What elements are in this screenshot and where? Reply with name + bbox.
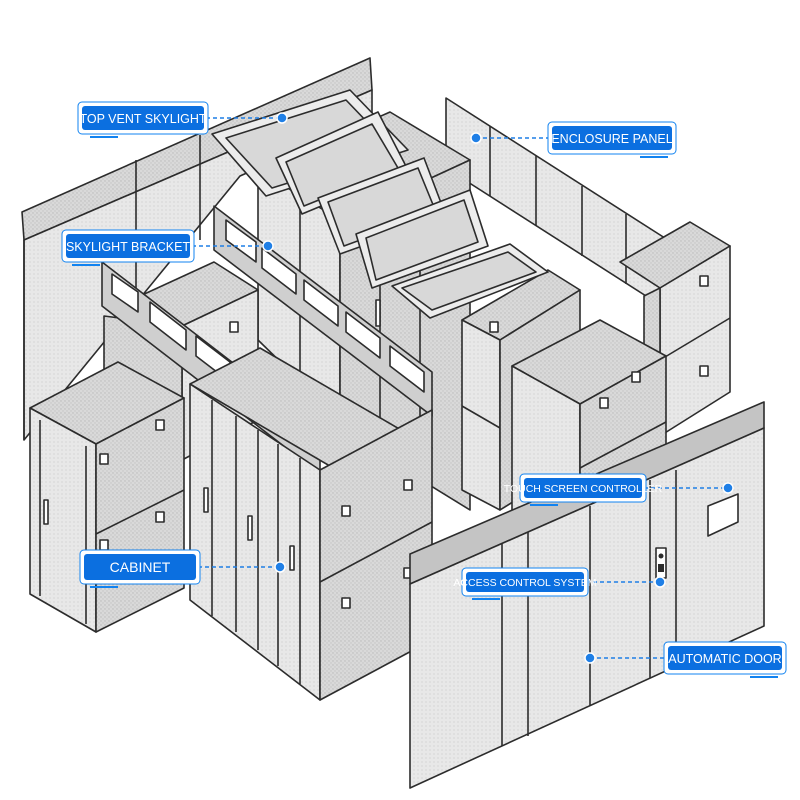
left-front-cabinet: [29, 361, 185, 633]
target-cabinet: [274, 561, 286, 573]
target-automatic-door: [584, 652, 596, 664]
label-touch-screen-controller-text: TOUCH SCREEN CONTROLLER: [504, 483, 663, 495]
enclosure-panel: [445, 97, 669, 311]
label-access-control-system-text: ACCESS CONTROL SYSTEM: [453, 577, 596, 589]
label-top-vent-skylight: TOP VENT SKYLIGHT: [77, 101, 209, 138]
label-automatic-door: AUTOMATIC DOOR: [663, 641, 787, 678]
skylight-bracket-right: [213, 205, 433, 417]
label-skylight-bracket: SKYLIGHT BRACKET: [61, 229, 195, 266]
label-enclosure-panel: ENCLOSURE PANEL: [547, 121, 677, 158]
label-touch-screen-controller: TOUCH SCREEN CONTROLLER: [504, 473, 663, 506]
label-top-vent-skylight-text: TOP VENT SKYLIGHT: [79, 112, 206, 126]
label-access-control-system: ACCESS CONTROL SYSTEM: [453, 567, 597, 600]
label-cabinet-text: CABINET: [110, 559, 171, 575]
target-access-control-system: [654, 576, 666, 588]
target-top-vent-skylight: [276, 112, 288, 124]
label-skylight-bracket-text: SKYLIGHT BRACKET: [66, 240, 190, 254]
label-enclosure-panel-text: ENCLOSURE PANEL: [551, 132, 672, 146]
label-cabinet: CABINET: [79, 549, 201, 588]
target-skylight-bracket: [262, 240, 274, 252]
top-vent-skylights: [211, 89, 549, 319]
target-enclosure-panel: [470, 132, 482, 144]
target-touch-screen-controller: [722, 482, 734, 494]
label-automatic-door-text: AUTOMATIC DOOR: [668, 652, 781, 666]
front-center-cabinets: [189, 347, 433, 701]
